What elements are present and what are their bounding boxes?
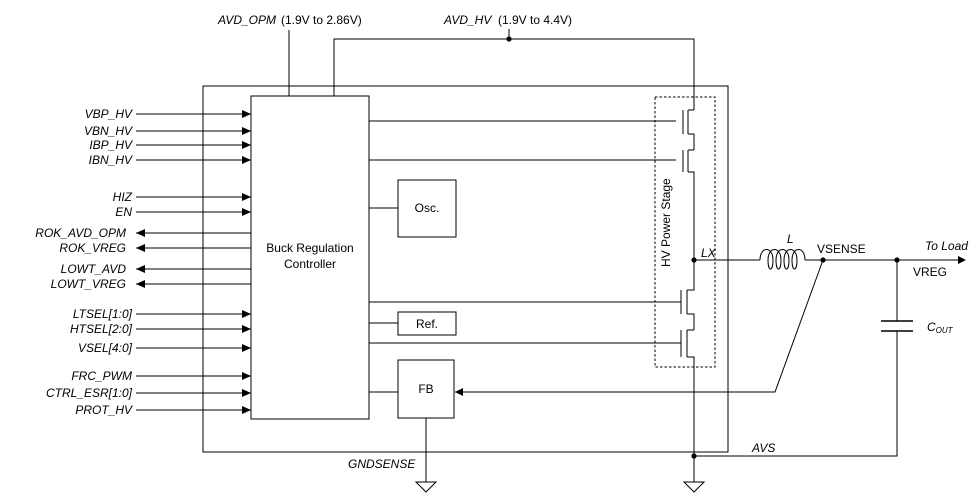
avd-hv-junction	[506, 36, 512, 42]
pin-vbp-hv: VBP_HV	[85, 107, 251, 121]
nmos-transistor-2	[680, 329, 695, 482]
avs-label: AVS	[751, 441, 775, 455]
pin-ltsel-1-0: LTSEL[1:0]	[73, 307, 251, 321]
pin-label: VBP_HV	[85, 107, 133, 121]
pin-arrow-icon	[242, 110, 251, 118]
pin-label: ROK_AVD_OPM	[35, 226, 126, 240]
hv-power-stage-box	[654, 96, 716, 368]
cout-label: COUT	[927, 320, 954, 335]
pmos-transistor-1	[676, 109, 695, 150]
pin-arrow-icon	[242, 156, 251, 164]
avs-junction	[691, 453, 697, 459]
vsense-feedback-wire	[455, 259, 824, 393]
pin-rok-avd-opm: ROK_AVD_OPM	[35, 226, 251, 240]
pin-arrow-icon	[242, 325, 251, 333]
pin-label: HTSEL[2:0]	[70, 322, 133, 336]
pin-arrow-icon	[242, 344, 251, 352]
pin-ctrl-esr-1-0: CTRL_ESR[1:0]	[46, 386, 251, 400]
pin-vbn-hv: VBN_HV	[84, 124, 251, 138]
vreg-label: VREG	[913, 265, 947, 279]
pin-ibn-hv: IBN_HV	[89, 153, 251, 167]
pin-ibp-hv: IBP_HV	[89, 138, 251, 152]
pin-label: CTRL_ESR[1:0]	[46, 386, 133, 400]
pin-arrow-icon	[242, 208, 251, 216]
pin-label: VBN_HV	[84, 124, 133, 138]
pin-arrow-icon	[242, 127, 251, 135]
pin-rok-vreg: ROK_VREG	[59, 241, 251, 255]
pin-label: ROK_VREG	[59, 241, 126, 255]
buck-controller-block	[250, 95, 370, 420]
pin-vsel-4-0: VSEL[4:0]	[78, 341, 251, 355]
chip-boundary	[202, 85, 729, 453]
pin-arrow-icon	[242, 310, 251, 318]
pin-arrow-icon	[242, 406, 251, 414]
pin-htsel-2-0: HTSEL[2:0]	[70, 322, 251, 336]
avd-opm-range: (1.9V to 2.86V)	[281, 13, 362, 27]
pin-label: LOWT_AVD	[61, 262, 127, 276]
pin-arrow-icon	[242, 372, 251, 380]
hv-power-stage-label: HV Power Stage	[659, 178, 673, 267]
nmos-transistor-1	[680, 260, 695, 330]
osc-label: Osc.	[415, 201, 440, 215]
inductor-label: L	[787, 232, 794, 246]
pin-arrow-icon	[242, 193, 251, 201]
pin-arrow-icon	[136, 265, 145, 273]
pin-arrow-icon	[242, 141, 251, 149]
pin-label: FRC_PWM	[71, 369, 132, 383]
pin-arrow-icon	[136, 244, 145, 252]
pin-label: HIZ	[113, 190, 133, 204]
vsense-label: VSENSE	[817, 242, 866, 256]
avd-hv-wire	[333, 38, 695, 110]
pin-arrow-icon	[242, 389, 251, 397]
pin-lowt-avd: LOWT_AVD	[61, 262, 251, 276]
pin-label: EN	[115, 205, 132, 219]
pin-label: LTSEL[1:0]	[73, 307, 133, 321]
avd-hv-label: AVD_HV	[443, 13, 492, 27]
pin-label: VSEL[4:0]	[78, 341, 133, 355]
lx-label: LX	[701, 246, 717, 260]
pin-label: LOWT_VREG	[51, 277, 126, 291]
ref-label: Ref.	[416, 317, 438, 331]
controller-label-2: Controller	[284, 257, 336, 271]
pin-prot-hv: PROT_HV	[75, 403, 251, 417]
fb-label: FB	[418, 382, 433, 396]
pin-arrow-icon	[136, 280, 145, 288]
pin-en: EN	[115, 205, 251, 219]
fb-arrow-icon	[455, 388, 463, 396]
controller-label-1: Buck Regulation	[266, 241, 353, 255]
pin-arrow-icon	[136, 229, 145, 237]
pmos-transistor-2	[676, 149, 695, 260]
gndsense-label: GNDSENSE	[348, 457, 416, 471]
gndsense-ground-icon	[414, 481, 438, 493]
pin-label: IBN_HV	[89, 153, 133, 167]
inductor-symbol	[759, 249, 806, 270]
avd-opm-label: AVD_OPM	[217, 13, 276, 27]
pin-hiz: HIZ	[113, 190, 251, 204]
to-load-arrow-icon	[958, 256, 966, 264]
avs-wire	[694, 331, 898, 457]
pin-frc-pwm: FRC_PWM	[71, 369, 251, 383]
pin-label: IBP_HV	[89, 138, 133, 152]
avd-hv-range: (1.9V to 4.4V)	[498, 13, 572, 27]
pin-label: PROT_HV	[75, 403, 133, 417]
pin-lowt-vreg: LOWT_VREG	[51, 277, 251, 291]
power-ground-icon	[682, 481, 706, 493]
to-load-label: To Load	[925, 239, 968, 253]
